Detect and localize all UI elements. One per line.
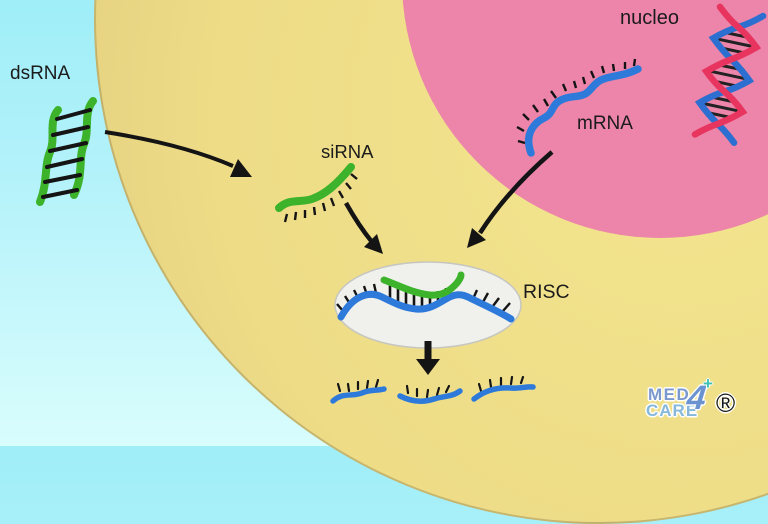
nucleus-label: nucleo xyxy=(620,7,679,29)
mrna-label: mRNA xyxy=(577,113,633,134)
dsrna-molecule xyxy=(36,97,97,206)
sirna-molecule xyxy=(275,163,358,223)
dsrna-label: dsRNA xyxy=(10,63,71,84)
logo-med-text: MED xyxy=(648,385,691,404)
risc-mrna-strand xyxy=(337,290,515,323)
risc-label: RISC xyxy=(523,281,570,303)
dna-helix xyxy=(691,3,767,146)
risc-sirna-strand xyxy=(380,271,465,299)
sirna-label: siRNA xyxy=(321,141,374,162)
registered-trademark-symbol: ® xyxy=(716,388,736,418)
arrow-dsrna-to-sirna xyxy=(104,130,252,177)
arrow-risc-to-fragments xyxy=(416,341,440,375)
diagram-artwork xyxy=(36,3,767,404)
risc-complex xyxy=(334,261,522,349)
mrna-fragments xyxy=(330,375,536,404)
mrna-molecule xyxy=(516,58,642,157)
arrow-sirna-to-risc xyxy=(344,201,383,254)
medicare-logo: MED CARE 4 + ® xyxy=(644,374,748,438)
arrow-mrna-to-risc xyxy=(467,150,554,248)
logo-care-text: CARE xyxy=(646,401,699,420)
logo-plus-icon: + xyxy=(703,374,713,393)
